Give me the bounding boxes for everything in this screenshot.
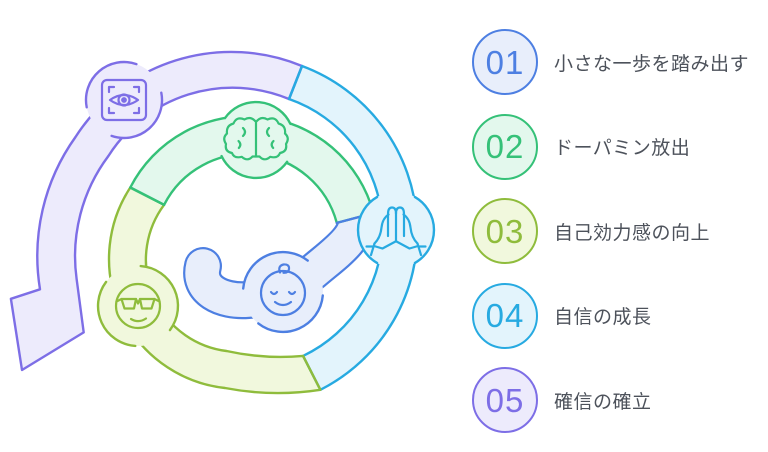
praying-hands-icon — [365, 206, 427, 257]
step2-label: ドーパミン放出 — [554, 138, 691, 159]
cycle-spiral-diagram — [9, 50, 436, 395]
legend-item-2: 02 ドーパミン放出 — [472, 113, 749, 180]
legend-item-4: 04 自信の成長 — [472, 282, 749, 349]
steps-legend: 01 小さな一歩を踏み出す 02 ドーパミン放出 03 自己効力感の向上 04 … — [472, 29, 749, 433]
boundary-step3-step4 — [301, 354, 322, 391]
step4-label: 自信の成長 — [554, 307, 652, 328]
step3-bulge — [96, 264, 180, 348]
step4-number-badge: 04 — [472, 282, 538, 349]
eye-focus-icon — [100, 78, 148, 122]
legend-item-3: 03 自己効力感の向上 — [472, 198, 749, 264]
step5-bulge — [84, 60, 164, 140]
step5-band-with-flow-arrow — [9, 50, 304, 372]
step5-label: 確信の確立 — [554, 391, 652, 413]
brain-icon — [223, 116, 289, 161]
legend-item-1: 01 小さな一歩を踏み出す — [472, 29, 749, 95]
step1-number-badge: 01 — [472, 29, 538, 95]
legend-item-5: 05 確信の確立 — [472, 367, 749, 433]
baby-face-icon — [259, 263, 307, 317]
step2-band — [129, 114, 375, 225]
boundary-step2-step3 — [129, 186, 166, 206]
step2-number-badge: 02 — [472, 113, 538, 180]
step5-number-badge: 05 — [472, 367, 538, 433]
step2-bulge — [218, 100, 294, 180]
step3-number-badge: 03 — [472, 198, 538, 264]
step4-bulge — [356, 192, 436, 268]
step3-label: 自己効力感の向上 — [554, 222, 711, 244]
cool-face-sunglasses-icon — [114, 282, 162, 330]
boundary-step4-step5 — [287, 64, 304, 101]
step1-bulge — [242, 250, 324, 334]
step1-label: 小さな一歩を踏み出す — [554, 53, 750, 75]
